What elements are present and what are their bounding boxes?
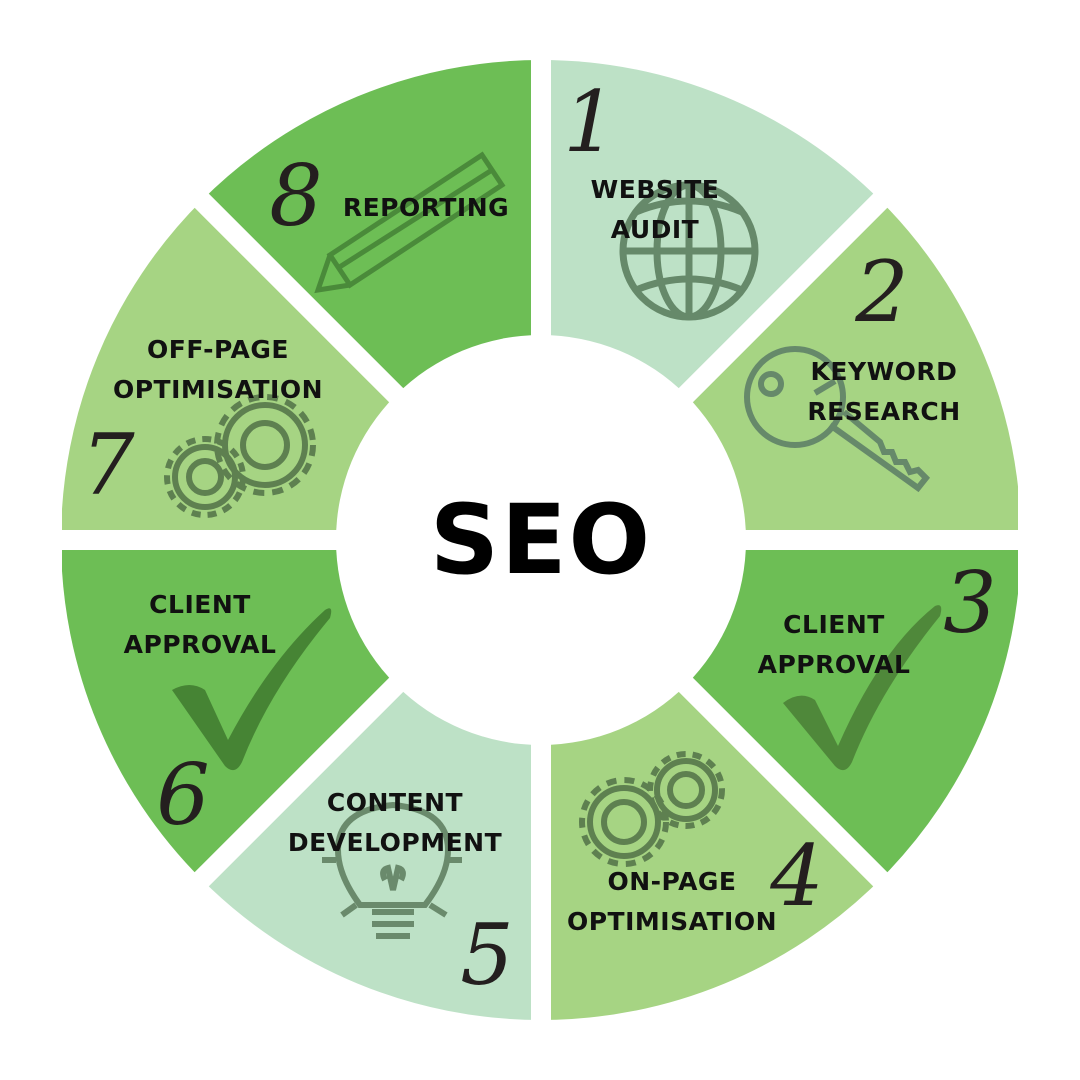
gears-icon — [164, 394, 316, 518]
lightbulb-icon — [322, 801, 462, 939]
center-title: SEO — [429, 484, 653, 596]
step-number-5: 5 — [460, 906, 514, 1004]
step-number-1: 1 — [563, 73, 617, 171]
step-number-3: 3 — [943, 554, 997, 652]
step-label-6: CLIENT APPROVAL — [123, 590, 277, 659]
pencil-icon — [314, 151, 506, 294]
gears-icon — [579, 751, 725, 867]
step-number-7: 7 — [81, 416, 135, 514]
step-label-2: KEYWORD RESEARCH — [807, 357, 961, 426]
globe-icon — [619, 181, 759, 321]
center-circle — [336, 335, 746, 745]
step-label-4: ON-PAGE OPTIMISATION — [566, 867, 778, 936]
checkmark-icon — [172, 608, 332, 771]
step-number-6: 6 — [156, 746, 210, 844]
step-number-2: 2 — [855, 243, 909, 341]
step-label-8: REPORTING — [342, 193, 510, 222]
checkmark-icon — [783, 605, 942, 771]
step-label-5: CONTENT DEVELOPMENT — [287, 788, 503, 857]
step-number-8: 8 — [269, 147, 323, 245]
step-label-3: CLIENT APPROVAL — [757, 610, 911, 679]
key-icon — [744, 346, 931, 493]
step-label-7: OFF-PAGE OPTIMISATION — [112, 335, 324, 404]
step-label-1: WEBSITE AUDIT — [590, 175, 720, 244]
step-number-4: 4 — [770, 827, 824, 925]
